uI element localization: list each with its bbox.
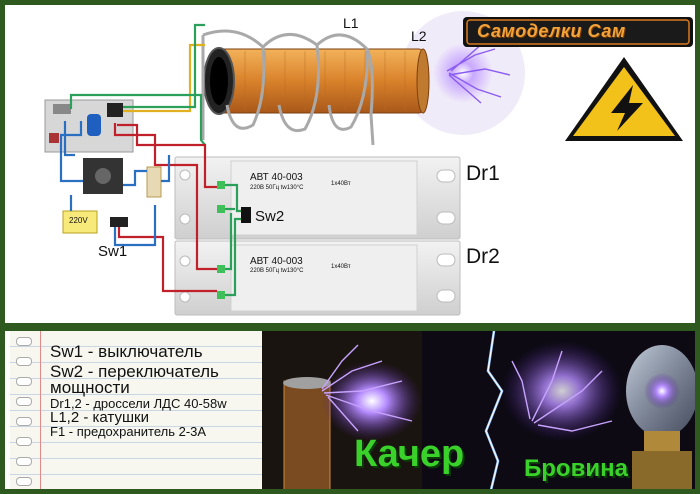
label-sw1: Sw1 bbox=[98, 243, 128, 260]
logo-banner bbox=[463, 17, 693, 47]
ballast-terminals bbox=[217, 181, 225, 299]
photo-title-kacher: Качер bbox=[354, 433, 465, 475]
note-sw2-cont: мощности bbox=[50, 378, 130, 397]
kacher-photo: Качер Бровина bbox=[262, 331, 695, 489]
note-sw2: Sw2 - переключатель bbox=[50, 362, 219, 381]
ballast-dr2-model: АВТ 40-003 bbox=[250, 256, 303, 267]
circuit-svg bbox=[44, 11, 693, 316]
note-coils: L1,2 - катушки bbox=[50, 409, 149, 426]
label-voltage: 220V bbox=[69, 216, 88, 225]
coil-assembly bbox=[201, 29, 430, 146]
notes-panel: Sw1 - выключатель Sw2 - переключатель мо… bbox=[10, 331, 262, 489]
label-l1: L1 bbox=[343, 15, 359, 31]
ballast-dr2-spec: 220В 50Гц tw130°С bbox=[250, 268, 304, 274]
note-sw1: Sw1 - выключатель bbox=[50, 342, 203, 361]
label-sw2: Sw2 bbox=[255, 208, 285, 225]
legend-section: Sw1 - выключатель Sw2 - переключатель мо… bbox=[10, 331, 695, 489]
ballast-dr1-spec: 220В 50Гц tw130°С bbox=[250, 185, 304, 191]
note-fuse: F1 - предохранитель 2-3А bbox=[50, 424, 207, 439]
driver-board bbox=[44, 99, 162, 234]
high-voltage-warning-icon bbox=[565, 57, 683, 141]
ballast-dr2 bbox=[174, 240, 461, 316]
label-dr1: Dr1 bbox=[466, 162, 500, 185]
ballast-dr2-power: 1х40Вт bbox=[331, 264, 351, 270]
section-divider bbox=[5, 323, 695, 331]
label-dr2: Dr2 bbox=[466, 245, 500, 268]
notepad-margin-line bbox=[40, 331, 41, 489]
label-l2: L2 bbox=[411, 28, 427, 44]
note-dr: Dr1,2 - дроссели ЛДС 40-58w bbox=[50, 396, 227, 411]
switch-sw2 bbox=[241, 207, 251, 223]
wiring bbox=[59, 23, 241, 297]
photo-title-brovina: Бровина bbox=[524, 455, 628, 482]
ballast-dr1-power: 1х40Вт bbox=[331, 181, 351, 187]
ballast-dr1 bbox=[174, 156, 461, 240]
ballast-dr1-model: АВТ 40-003 bbox=[250, 172, 303, 183]
logo-text: Самоделки Сам bbox=[477, 21, 626, 41]
circuit-diagram: L1 L2 Dr1 Dr2 Sw1 Sw2 220V АВТ 40-003 22… bbox=[5, 5, 695, 323]
photo-illustration bbox=[262, 331, 695, 489]
